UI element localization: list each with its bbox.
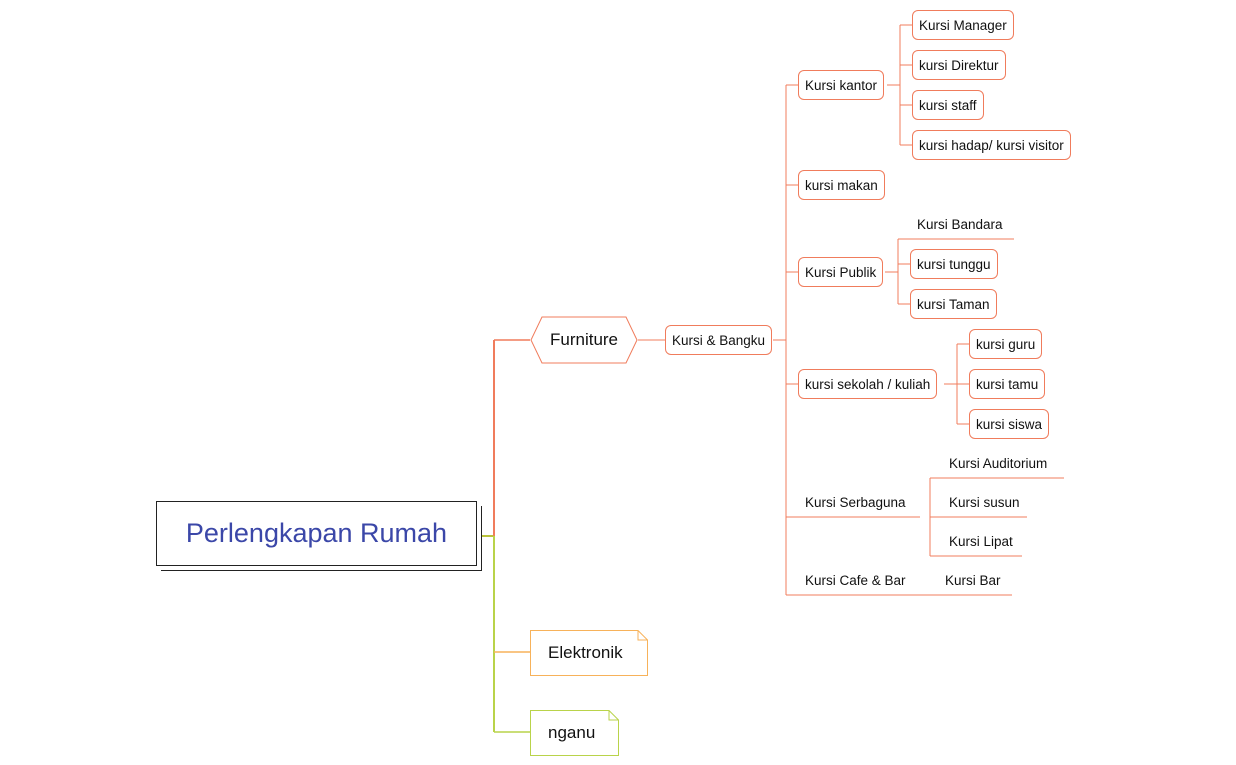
node-kursi-cafe-bar-label: Kursi Cafe & Bar: [805, 572, 906, 588]
node-kursi-manager[interactable]: Kursi Manager: [912, 10, 1014, 40]
root-label: Perlengkapan Rumah: [185, 518, 448, 548]
node-kursi-makan[interactable]: kursi makan: [798, 170, 885, 200]
node-kursi-siswa[interactable]: kursi siswa: [969, 409, 1050, 439]
node-kursi-tunggu[interactable]: kursi tunggu: [910, 249, 998, 279]
branch-nganu-label: nganu: [548, 723, 596, 742]
node-kursi-direktur-label: kursi Direktur: [919, 57, 999, 73]
branch-elektronik[interactable]: Elektronik: [530, 630, 648, 676]
node-kursi-bandara[interactable]: Kursi Bandara: [917, 214, 1003, 234]
node-kursi-tamu-label: kursi tamu: [976, 376, 1039, 392]
node-kursi-publik[interactable]: Kursi Publik: [798, 257, 884, 287]
branch-furniture-label: Furniture: [549, 330, 619, 349]
node-kursi-hadap[interactable]: kursi hadap/ kursi visitor: [912, 130, 1071, 160]
node-kursi-staff[interactable]: kursi staff: [912, 90, 984, 120]
node-kursi-taman-label: kursi Taman: [917, 296, 990, 312]
node-kursi-serbaguna[interactable]: Kursi Serbaguna: [805, 492, 906, 512]
node-kursi-makan-label: kursi makan: [805, 177, 878, 193]
node-kursi-publik-label: Kursi Publik: [805, 264, 877, 280]
node-kursi-staff-label: kursi staff: [919, 97, 977, 113]
node-kursi-auditorium[interactable]: Kursi Auditorium: [949, 453, 1047, 473]
node-kursi-auditorium-label: Kursi Auditorium: [949, 455, 1048, 471]
node-kursi-bar[interactable]: Kursi Bar: [945, 570, 1001, 590]
node-kursi-siswa-label: kursi siswa: [976, 416, 1043, 432]
node-kursi-tunggu-label: kursi tunggu: [917, 256, 991, 272]
root-node[interactable]: Perlengkapan Rumah: [156, 501, 477, 566]
node-kursi-bandara-label: Kursi Bandara: [917, 216, 1003, 232]
node-kursi-tamu[interactable]: kursi tamu: [969, 369, 1046, 399]
node-kursi-bangku[interactable]: Kursi & Bangku: [665, 325, 773, 355]
node-kursi-bangku-label: Kursi & Bangku: [672, 332, 766, 348]
node-kursi-kantor[interactable]: Kursi kantor: [798, 70, 885, 100]
node-kursi-taman[interactable]: kursi Taman: [910, 289, 997, 319]
node-kursi-lipat-label: Kursi Lipat: [949, 533, 1013, 549]
node-kursi-lipat[interactable]: Kursi Lipat: [949, 531, 1013, 551]
node-kursi-direktur[interactable]: kursi Direktur: [912, 50, 1006, 80]
note-shape: [530, 710, 619, 756]
node-kursi-sekolah[interactable]: kursi sekolah / kuliah: [798, 369, 938, 399]
node-kursi-serbaguna-label: Kursi Serbaguna: [805, 494, 906, 510]
node-kursi-bar-label: Kursi Bar: [945, 572, 1001, 588]
node-kursi-manager-label: Kursi Manager: [919, 17, 1007, 33]
node-kursi-cafe-bar[interactable]: Kursi Cafe & Bar: [805, 570, 906, 590]
note-shape: [530, 630, 648, 676]
node-kursi-hadap-label: kursi hadap/ kursi visitor: [919, 137, 1064, 153]
node-kursi-sekolah-label: kursi sekolah / kuliah: [805, 376, 931, 392]
node-kursi-susun-label: Kursi susun: [949, 494, 1020, 510]
node-kursi-susun[interactable]: Kursi susun: [949, 492, 1020, 512]
branch-furniture[interactable]: Furniture: [530, 316, 638, 364]
node-kursi-guru-label: kursi guru: [976, 336, 1036, 352]
hexagon-shape: [530, 316, 638, 364]
branch-nganu[interactable]: nganu: [530, 710, 619, 756]
branch-elektronik-label: Elektronik: [548, 643, 623, 662]
node-kursi-guru[interactable]: kursi guru: [969, 329, 1043, 359]
node-kursi-kantor-label: Kursi kantor: [805, 77, 878, 93]
